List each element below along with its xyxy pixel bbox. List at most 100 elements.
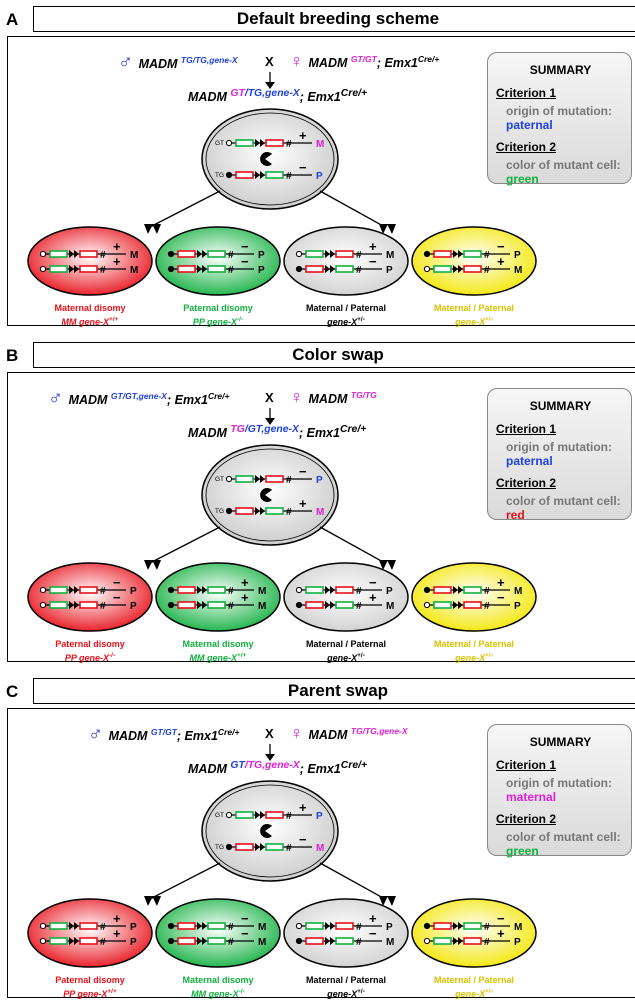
hash-mark: # <box>356 601 362 612</box>
branch-arrow-icon <box>379 896 388 906</box>
cell-label-genotype: PP gene-X <box>64 653 110 663</box>
male-tail-sup: Cre/+ <box>207 390 230 401</box>
loxp-icon <box>255 171 260 179</box>
gene-half-box <box>49 937 68 945</box>
gene-half-box <box>463 601 482 609</box>
parent-letter: M <box>316 507 324 518</box>
gene-half-box <box>265 507 284 515</box>
parent-letter: P <box>514 250 521 261</box>
parent-letter: P <box>316 811 323 822</box>
loxp-icon <box>202 601 207 609</box>
offspring-sup-b: /GT,gene-X <box>244 424 299 435</box>
female-genotype: ♀ MADM GT/GT; Emx1Cre/+ <box>290 51 439 72</box>
centromere-icon <box>167 937 175 945</box>
gene-half-box <box>235 171 254 179</box>
cell-label-line2: gene-X+/- <box>414 986 534 1000</box>
daughter-top-chromosome: #−P <box>423 239 521 261</box>
gene-half-box <box>79 250 98 258</box>
loxp-icon <box>458 250 463 258</box>
loxp-icon <box>69 250 74 258</box>
parent-bottom-chromosome: #−P <box>225 160 323 182</box>
down-arrow-icon <box>265 754 275 761</box>
offspring-genotype: MADM GT/TG,gene-X; Emx1Cre/+ <box>188 760 367 776</box>
loxp-icon <box>453 265 458 273</box>
parent-letter: P <box>130 601 137 612</box>
male-base: MADM <box>108 729 151 743</box>
gene-half-box <box>177 601 196 609</box>
allele-sign: + <box>113 926 121 941</box>
parent-letter: M <box>130 265 138 276</box>
daughter-top-chromosome: #−M <box>423 911 522 933</box>
offspring-genotype: MADM TG/GT,gene-X; Emx1Cre/+ <box>188 424 366 440</box>
parent-letter: P <box>258 250 265 261</box>
hash-mark: # <box>228 922 234 933</box>
gene-half-box <box>305 937 324 945</box>
gene-half-box <box>177 250 196 258</box>
daughter-top-chromosome: #−P <box>39 575 137 597</box>
tg-label: TG <box>215 508 224 515</box>
parent-letter: P <box>130 922 137 933</box>
loxp-icon <box>74 601 79 609</box>
daughter-bottom-chromosome: #−P <box>167 254 265 276</box>
loxp-icon <box>260 475 265 483</box>
parent-letter: M <box>386 250 394 261</box>
parent-letter: M <box>386 937 394 948</box>
tg-label: TG <box>215 844 224 851</box>
loxp-icon <box>260 507 265 515</box>
allele-sign: + <box>299 128 307 143</box>
criterion-2-value: green <box>506 172 539 186</box>
cell-label-line1: Maternal disomy <box>182 975 254 985</box>
loxp-icon <box>330 586 335 594</box>
gene-half-box <box>433 586 452 594</box>
gene-half-box <box>305 250 324 258</box>
loxp-icon <box>69 586 74 594</box>
cell-label-line1: Maternal / Paternal <box>305 639 387 649</box>
hash-mark: # <box>356 250 362 261</box>
cell-label-line2: gene-X+/- <box>414 650 534 664</box>
loxp-icon <box>325 937 330 945</box>
panel-title: Default breeding scheme <box>33 6 635 32</box>
criterion-2-value: green <box>506 844 539 858</box>
loxp-icon <box>74 250 79 258</box>
loxp-icon <box>255 843 260 851</box>
loxp-icon <box>453 937 458 945</box>
gene-half-box <box>335 265 354 273</box>
daughter-cell-1 <box>27 226 153 296</box>
panel-letter: A <box>6 10 19 29</box>
centromere-icon <box>295 922 303 930</box>
cre-recombinase-icon <box>260 488 272 502</box>
offspring-tail-sup: Cre/+ <box>340 760 368 771</box>
male-symbol-icon: ♂ <box>118 51 139 73</box>
loxp-icon <box>202 937 207 945</box>
cell-label-sup: +/+ <box>107 988 117 995</box>
loxp-icon <box>330 601 335 609</box>
loxp-icon <box>202 265 207 273</box>
parent-top-chromosome: #+M <box>225 128 324 150</box>
daughter-cell-1 <box>27 898 153 968</box>
daughter-top-chromosome: #+M <box>39 239 138 261</box>
loxp-icon <box>453 601 458 609</box>
cell-label-genotype: PP gene-X <box>192 317 238 327</box>
cell-label-genotype: gene-X <box>455 317 486 327</box>
daughter-top-chromosome: #−P <box>167 239 265 261</box>
cell-label-sup: -/- <box>238 988 245 995</box>
cell-label-line2: MM gene-X-/- <box>158 986 278 1000</box>
female-base: MADM <box>308 392 351 406</box>
cell-label-sup: +/- <box>357 652 365 659</box>
cell-label-sup: -/- <box>237 316 244 323</box>
gene-half-box <box>177 586 196 594</box>
centromere-icon <box>423 937 431 945</box>
gene-half-box <box>79 937 98 945</box>
cross-sign: X <box>265 390 274 405</box>
allele-sign: + <box>369 911 377 926</box>
hash-mark: # <box>100 265 106 276</box>
parent-letter: M <box>386 601 394 612</box>
summary-heading: SUMMARY <box>529 735 592 749</box>
